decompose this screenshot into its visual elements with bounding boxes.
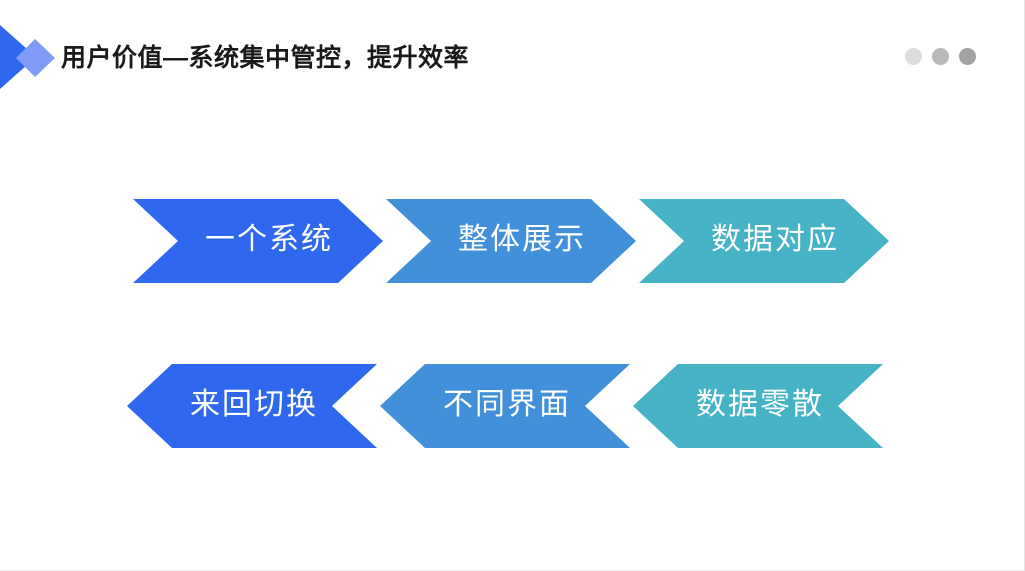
chevron-label: 一个系统 (205, 223, 333, 256)
dot-medium-icon (932, 48, 949, 65)
diamond-accent-icon (16, 39, 55, 77)
dot-dark-icon (959, 48, 976, 65)
chevron-problem-3[interactable]: 数据零散 (633, 364, 883, 448)
chevron-problem-2[interactable]: 不同界面 (380, 364, 630, 448)
chevron-benefit-2[interactable]: 整体展示 (386, 199, 636, 283)
chevron-benefit-3[interactable]: 数据对应 (639, 199, 889, 283)
chevron-label: 数据零散 (696, 388, 824, 421)
page-title: 用户价值—系统集中管控，提升效率 (61, 44, 470, 72)
left-arrow-accent-icon (0, 25, 36, 89)
dot-light-icon (905, 48, 922, 65)
chevron-label: 整体展示 (458, 223, 586, 256)
chevron-label: 不同界面 (443, 388, 571, 421)
chevron-problem-1[interactable]: 来回切换 (127, 364, 377, 448)
chevron-label: 来回切换 (190, 388, 318, 421)
chevron-benefit-1[interactable]: 一个系统 (133, 199, 383, 283)
chevron-label: 数据对应 (711, 223, 839, 256)
title-decoration (0, 25, 55, 89)
header-dots (905, 48, 976, 65)
slide-header: 用户价值—系统集中管控，提升效率 (0, 0, 1024, 112)
